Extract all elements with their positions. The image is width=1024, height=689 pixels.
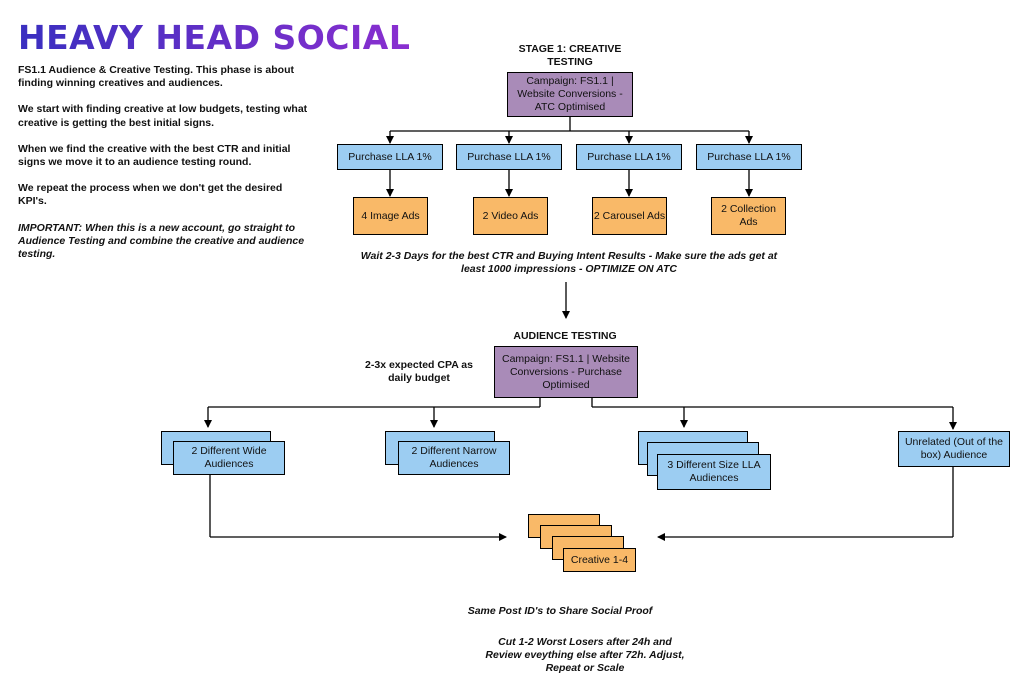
- creative-box: Creative 1-4: [563, 548, 636, 572]
- stage1-campaign-box: Campaign: FS1.1 | Website Conversions - …: [507, 72, 633, 117]
- audience-unrelated-box: Unrelated (Out of the box) Audience: [898, 431, 1010, 467]
- intro-paragraph-2: We start with finding creative at low bu…: [18, 103, 308, 129]
- stage1-ads-video: 2 Video Ads: [473, 197, 548, 235]
- audience-wide-box: 2 Different Wide Audiences: [173, 441, 285, 475]
- stage1-audience-3: Purchase LLA 1%: [576, 144, 682, 170]
- stage1-ads-carousel: 2 Carousel Ads: [592, 197, 667, 235]
- review-note: Cut 1-2 Worst Losers after 24h and Revie…: [485, 636, 685, 674]
- stage1-ads-collection: 2 Collection Ads: [711, 197, 786, 235]
- intro-paragraph-4: We repeat the process when we don't get …: [18, 182, 283, 208]
- audience-campaign-box: Campaign: FS1.1 | Website Conversions - …: [494, 346, 638, 398]
- budget-note: 2-3x expected CPA as daily budget: [365, 359, 473, 384]
- intro-text: FS1.1 Audience & Creative Testing. This …: [18, 64, 313, 274]
- stage1-audience-1: Purchase LLA 1%: [337, 144, 443, 170]
- stage1-ads-image: 4 Image Ads: [353, 197, 428, 235]
- stage1-note: Wait 2-3 Days for the best CTR and Buyin…: [360, 250, 778, 275]
- intro-paragraph-1: FS1.1 Audience & Creative Testing. This …: [18, 64, 294, 90]
- stage1-audience-4: Purchase LLA 1%: [696, 144, 802, 170]
- stage1-audience-2: Purchase LLA 1%: [456, 144, 562, 170]
- stage1-title: STAGE 1: CREATIVE TESTING: [518, 43, 622, 68]
- audience-lla-box: 3 Different Size LLA Audiences: [657, 454, 771, 490]
- brand-logo: HEAVY HEAD SOCIAL: [18, 18, 411, 57]
- social-proof-note: Same Post ID's to Share Social Proof: [467, 605, 653, 617]
- audience-narrow-box: 2 Different Narrow Audiences: [398, 441, 510, 475]
- intro-paragraph-3: When we find the creative with the best …: [18, 142, 291, 169]
- audience-testing-title: AUDIENCE TESTING: [513, 330, 617, 342]
- intro-important: IMPORTANT: When this is a new account, g…: [18, 221, 305, 261]
